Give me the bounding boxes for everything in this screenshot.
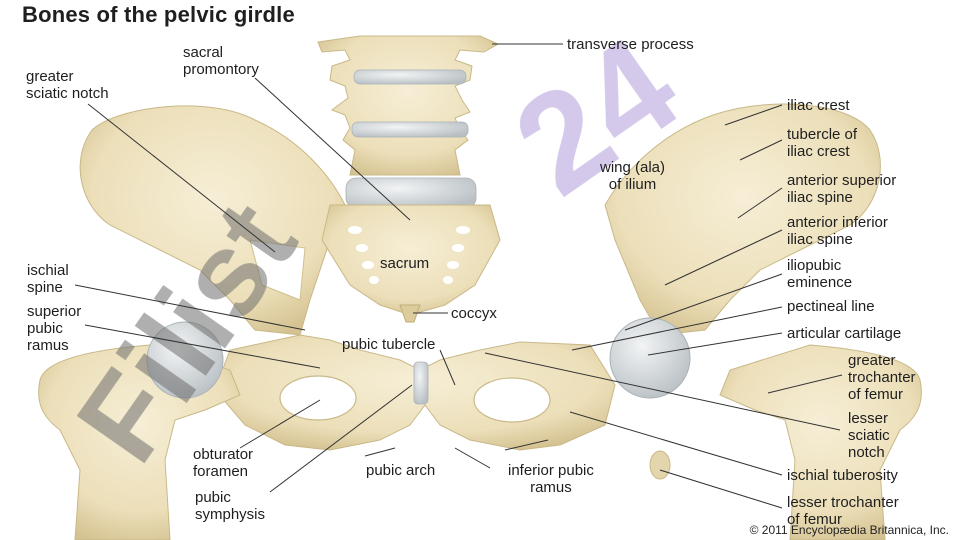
- label-ischial-tuberosity: ischial tuberosity: [787, 467, 898, 484]
- sacral-foramen: [443, 276, 453, 284]
- coccyx: [399, 304, 421, 323]
- right-ilium: [604, 103, 881, 336]
- sacral-foramen: [356, 244, 368, 252]
- lumbar-spine: [317, 35, 500, 209]
- right-obturator-foramen: [473, 377, 551, 423]
- label-pectineal-line: pectineal line: [787, 298, 875, 315]
- label-iliac-crest: iliac crest: [787, 97, 850, 114]
- label-articular-cartilage: articular cartilage: [787, 325, 902, 342]
- sacral-foramen: [447, 261, 459, 269]
- leader-lines: [74, 43, 843, 509]
- left-femoral-head-cartilage: [146, 321, 224, 399]
- sacral-foramen: [456, 226, 470, 234]
- label-anterior-superior-iliac-spine: anterior superior iliac spine: [787, 172, 897, 206]
- label-pubic-arch: pubic arch: [366, 462, 436, 479]
- label-obturator-foramen: obturator foramen: [193, 446, 254, 480]
- label-ischial-spine: ischial spine: [27, 262, 69, 296]
- label-pubic-tubercle: pubic tubercle: [342, 336, 436, 353]
- label-anterior-inferior-iliac-spine: anterior inferior iliac spine: [787, 214, 888, 248]
- left-ilium: [79, 105, 346, 336]
- sacral-foramen: [369, 276, 379, 284]
- right-femoral-head-cartilage: [609, 317, 691, 399]
- sacral-foramen: [362, 261, 374, 269]
- label-inferior-pubic-ramus: inferior pubic ramus: [508, 462, 594, 496]
- label-tubercle-of-iliac-crest: tubercle of iliac crest: [787, 126, 858, 160]
- left-obturator-foramen: [279, 375, 357, 421]
- left-femur: [38, 321, 241, 540]
- label-coccyx: coccyx: [451, 305, 497, 322]
- label-lesser-sciatic-notch: lesser sciatic notch: [848, 410, 890, 461]
- sacrum: [321, 204, 501, 323]
- label-wing-of-ilium: wing (ala) of ilium: [600, 159, 666, 193]
- pubis-ischium: [214, 334, 616, 451]
- label-transverse-process: transverse process: [567, 36, 694, 53]
- sacral-foramen: [348, 226, 362, 234]
- pubic-symphysis: [413, 361, 429, 405]
- copyright-notice: © 2011 Encyclopædia Britannica, Inc.: [749, 523, 949, 537]
- lesser-trochanter: [649, 450, 671, 480]
- label-superior-pubic-ramus: superior pubic ramus: [27, 303, 82, 354]
- page-title: Bones of the pelvic girdle: [22, 2, 295, 27]
- label-greater-trochanter: greater trochanter of femur: [848, 352, 916, 403]
- label-sacrum: sacrum: [380, 255, 430, 272]
- sacral-foramen: [452, 244, 464, 252]
- label-iliopubic-eminence: iliopubic eminence: [787, 257, 853, 291]
- label-sacral-promontory: sacral promontory: [183, 44, 259, 78]
- label-pubic-symphysis: pubic symphysis: [195, 489, 266, 523]
- label-greater-sciatic-notch: greater sciatic notch: [26, 68, 109, 102]
- label-lesser-trochanter: lesser trochanter of femur: [787, 494, 899, 528]
- left-greater-sciatic-notch: [249, 239, 306, 301]
